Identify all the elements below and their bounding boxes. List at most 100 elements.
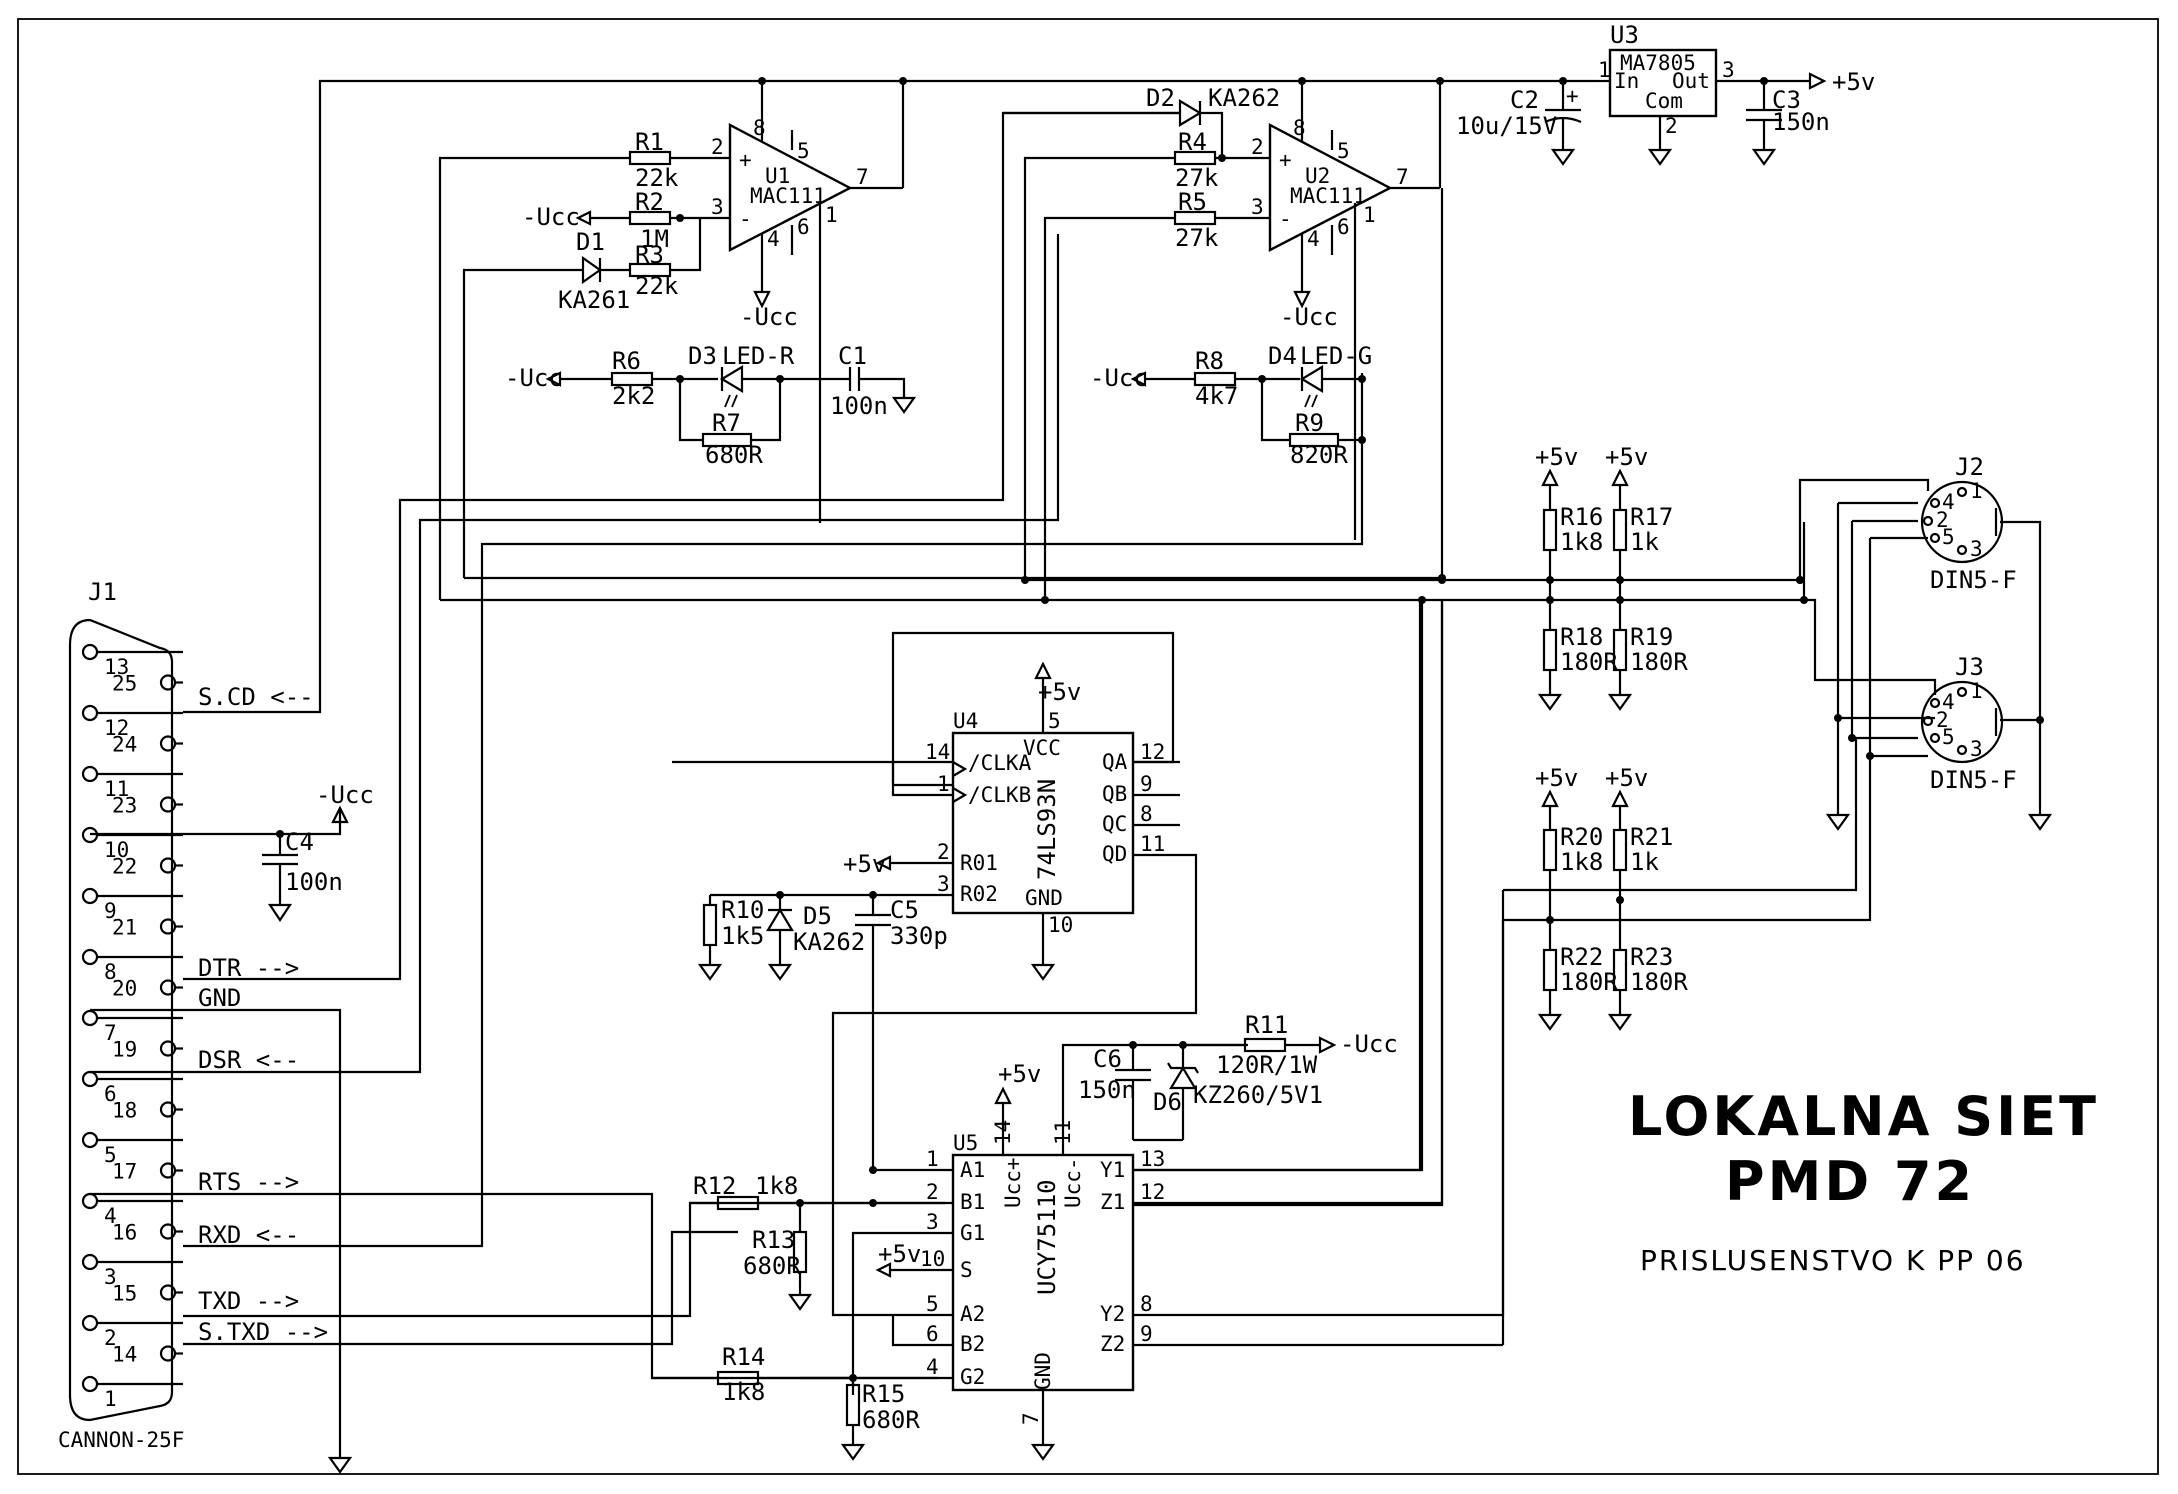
svg-text:In: In (1614, 69, 1639, 93)
svg-text:Out: Out (1672, 69, 1710, 93)
svg-text:6: 6 (1337, 215, 1350, 239)
u5-vcc-label: +5v (998, 1060, 1041, 1088)
r5-value: 27k (1175, 224, 1219, 252)
d3-value: LED-R (722, 342, 795, 370)
j1-pin (81, 887, 99, 905)
j1-pin-number: 16 (112, 1221, 137, 1245)
svg-text:Ucc-: Ucc- (1061, 1157, 1085, 1208)
svg-text:2: 2 (926, 1180, 939, 1204)
r20-value: 1k8 (1560, 848, 1603, 876)
svg-text:5: 5 (1048, 709, 1061, 733)
c5-ref: C5 (890, 896, 919, 924)
r15-value: 680R (862, 1406, 920, 1434)
j1-pin-number: 6 (104, 1082, 117, 1106)
svg-text:Y1: Y1 (1100, 1158, 1125, 1182)
u5-value: UCY75110 (1033, 1179, 1061, 1295)
svg-text:6: 6 (797, 215, 810, 239)
svg-text:2: 2 (1665, 114, 1678, 138)
c2-value: 10u/15V (1456, 112, 1557, 140)
r13-value: 680R (743, 1252, 801, 1280)
j2-ref: J2 (1955, 453, 1984, 481)
j1-pin (81, 1131, 99, 1149)
j1-pin-number: 14 (112, 1343, 137, 1367)
r6-ref: R6 (612, 347, 641, 375)
svg-text:/CLKB: /CLKB (968, 783, 1031, 807)
signal-stxd: S.TXD --> (198, 1318, 328, 1346)
j1-pin-number: 20 (112, 977, 137, 1001)
svg-text:QA: QA (1102, 750, 1128, 774)
svg-text:/CLKA: /CLKA (968, 751, 1032, 775)
u4-value: 74LS93N (1033, 779, 1061, 880)
r4-ref: R4 (1178, 128, 1207, 156)
svg-text:3: 3 (1970, 537, 1983, 561)
j1-pin-number: 5 (104, 1143, 117, 1167)
svg-text:7: 7 (856, 165, 869, 189)
r22-value: 180R (1560, 968, 1618, 996)
r14-value: 1k8 (722, 1378, 765, 1406)
svg-text:5: 5 (797, 139, 810, 163)
r20-vcc-label: +5v (1535, 764, 1578, 792)
c5-value: 330p (890, 922, 948, 950)
u5-ref: U5 (953, 1131, 978, 1155)
svg-text:1: 1 (1598, 58, 1611, 82)
r3-ref: R3 (635, 241, 664, 269)
svg-text:3: 3 (937, 872, 950, 896)
d5-value: KA262 (793, 928, 865, 956)
r6-vee-label: -Ucc (505, 364, 563, 392)
svg-text:10: 10 (920, 1247, 945, 1271)
svg-text:1: 1 (1970, 679, 1983, 703)
u3-out-label: +5v (1832, 68, 1875, 96)
r9-value: 820R (1290, 441, 1348, 469)
r12-value: 1k8 (755, 1172, 798, 1200)
svg-text:5: 5 (926, 1292, 939, 1316)
svg-text:8: 8 (1140, 802, 1153, 826)
u3-value: MA7805 (1620, 51, 1696, 75)
r18-value: 180R (1560, 648, 1618, 676)
svg-text:7: 7 (1019, 1412, 1043, 1425)
j1-pin (81, 948, 99, 966)
u1-ref: U1 (765, 164, 790, 188)
c3-ref: C3 (1772, 86, 1801, 114)
u5-input-network: R12 1k8 R13 680R R14 1k8 R15 680R (652, 1172, 920, 1461)
j1-pin-number: 11 (104, 777, 129, 801)
svg-text:GND: GND (1025, 886, 1063, 910)
j1-pin-number: 9 (104, 899, 117, 923)
svg-text:4: 4 (767, 227, 780, 251)
ic-u5: U5 +5v +5v UCY75110 Ucc+ Ucc- GND A1 B1 … (800, 600, 1505, 1461)
u1-input-network: R1 22k R2 1M R3 22k D1 KA261 -Ucc (438, 128, 702, 600)
svg-text:2: 2 (711, 135, 724, 159)
j1-pin-number: 3 (104, 1265, 117, 1289)
signal-txd: TXD --> (198, 1287, 299, 1315)
r10-value: 1k5 (721, 922, 764, 950)
r7-value: 680R (705, 441, 763, 469)
j3-value: DIN5-F (1930, 766, 2017, 794)
svg-text:G1: G1 (960, 1221, 985, 1245)
j1-pin-group: 1325122411231022921820719618517416315214… (81, 643, 183, 1411)
r21-vcc-label: +5v (1605, 764, 1648, 792)
r23-ref: R23 (1630, 943, 1673, 971)
signal-scd: S.CD <-- (198, 683, 314, 711)
svg-text:9: 9 (1140, 772, 1153, 796)
j1-pin (81, 704, 99, 722)
r7-ref: R7 (712, 409, 741, 437)
svg-text:1: 1 (1970, 479, 1983, 503)
d4-value: LED-G (1300, 342, 1372, 370)
d2-ref: D2 (1146, 84, 1175, 112)
r6-value: 2k2 (612, 382, 655, 410)
r5-ref: R5 (1178, 188, 1207, 216)
title-line1: LOKALNA SIET (1628, 1085, 2099, 1148)
signal-rxd: RXD <-- (198, 1221, 299, 1249)
u4-reset-network: R10 1k5 D5 KA262 C5 330p (697, 891, 948, 1170)
resistor-network-lower: +5v +5v R20 1k8 R21 1k R22 180R R23 180R (1535, 764, 1688, 1031)
u4-vcc-label: +5v (1038, 678, 1081, 706)
svg-text:5: 5 (1337, 139, 1350, 163)
d6-ref: D6 (1153, 1088, 1182, 1116)
u2-vee-label: -Ucc (1280, 303, 1338, 331)
u3-ref: U3 (1610, 21, 1639, 49)
u2-value: MAC111 (1290, 184, 1366, 208)
u1-vee-label: -Ucc (740, 303, 798, 331)
j1-ref: J1 (88, 578, 117, 606)
title-line2: PMD 72 (1725, 1150, 1975, 1213)
r1-value: 22k (635, 164, 679, 192)
din-wiring (1503, 478, 2053, 922)
